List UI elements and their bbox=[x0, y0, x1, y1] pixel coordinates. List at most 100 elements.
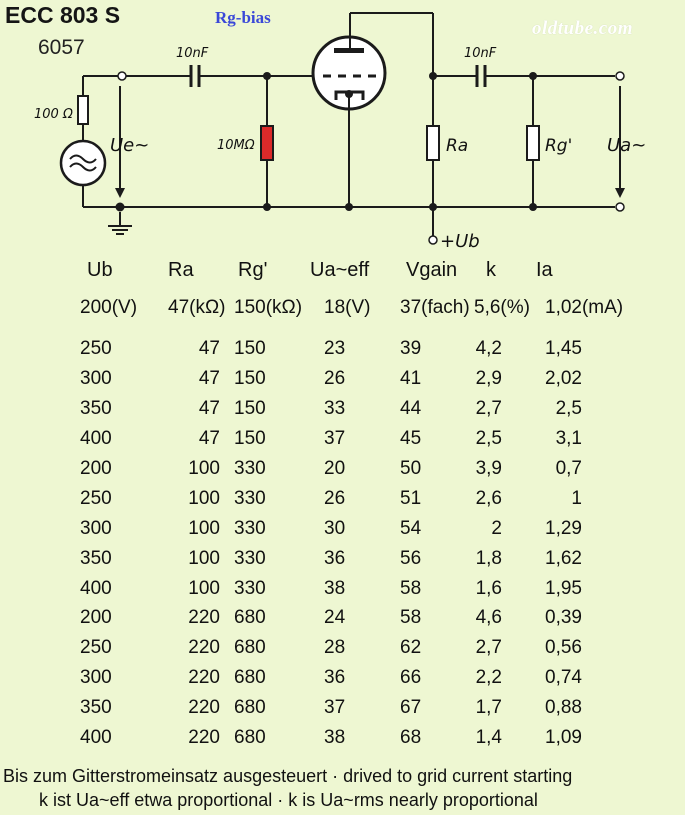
cell-ia: 0,88 bbox=[545, 697, 582, 718]
rg-bias-label: Rg-bias bbox=[215, 8, 271, 27]
cell-ra: 100 bbox=[188, 548, 220, 569]
cell-ia: Ia bbox=[536, 259, 553, 281]
load-resistor-icon bbox=[526, 125, 540, 161]
cell-ia: 0,39 bbox=[545, 607, 582, 628]
cell-ia: 0,7 bbox=[555, 458, 582, 479]
footnote-line-1: Bis zum Gitterstromeinsatz ausgesteuert … bbox=[3, 766, 573, 786]
cell-ia: 2,5 bbox=[555, 398, 582, 419]
cell-ia: 0,74 bbox=[545, 667, 582, 688]
cell-ua-eff: 37 bbox=[324, 697, 346, 718]
cell-vgain: 56 bbox=[400, 548, 422, 569]
cell-rg: 150(kΩ) bbox=[234, 297, 303, 318]
table-row: 250 100 330 26 51 2,6 1 bbox=[0, 488, 685, 518]
cell-ub: 250 bbox=[80, 488, 112, 509]
cell-vgain: 58 bbox=[400, 578, 422, 599]
cell-ub: 300 bbox=[80, 368, 112, 389]
cell-ub: 400 bbox=[80, 578, 112, 599]
cell-ub: 250 bbox=[80, 338, 112, 359]
cell-ua-eff: 28 bbox=[324, 637, 346, 658]
cell-ub: 350 bbox=[80, 697, 112, 718]
ground-icon bbox=[108, 225, 132, 235]
cell-vgain: 67 bbox=[400, 697, 422, 718]
cell-ra: 100 bbox=[188, 518, 220, 539]
triode-tube-icon bbox=[311, 35, 387, 111]
cell-ua-eff: 20 bbox=[324, 458, 346, 479]
tube-title: ECC 803 S bbox=[5, 2, 121, 28]
output-capacitor-label: 10nF bbox=[464, 46, 497, 61]
cell-rg: 330 bbox=[234, 548, 266, 569]
cell-ia: 1,29 bbox=[545, 518, 582, 539]
cell-vgain: 66 bbox=[400, 667, 422, 688]
cell-ia: 1,95 bbox=[545, 578, 582, 599]
output-voltage-label: Ua~ bbox=[607, 135, 646, 156]
cell-k: 2,5 bbox=[475, 428, 502, 449]
cell-k: 5,6(%) bbox=[474, 297, 530, 318]
cell-ia: 0,56 bbox=[545, 637, 582, 658]
cell-rg: 680 bbox=[234, 607, 266, 628]
cell-rg: 150 bbox=[234, 338, 266, 359]
cell-ub: 300 bbox=[80, 667, 112, 688]
cell-ia: 2,02 bbox=[545, 368, 582, 389]
cell-ub: 200(V) bbox=[80, 297, 138, 318]
cell-vgain: 58 bbox=[400, 607, 422, 628]
input-capacitor-icon bbox=[189, 65, 201, 87]
cell-ua-eff: 38 bbox=[324, 578, 346, 599]
cell-ia: 1,02(mA) bbox=[545, 297, 624, 318]
cell-ia: 3,1 bbox=[555, 428, 582, 449]
cell-rg: 150 bbox=[234, 398, 266, 419]
cell-k: 1,4 bbox=[475, 727, 502, 748]
cell-vgain: 54 bbox=[400, 518, 422, 539]
cell-k: 2,7 bbox=[475, 398, 502, 419]
cell-k: k bbox=[486, 259, 496, 281]
anode-resistor-label: Ra bbox=[446, 136, 468, 156]
cell-ub: 400 bbox=[80, 727, 112, 748]
cell-ub: 400 bbox=[80, 428, 112, 449]
cell-ra: 100 bbox=[188, 458, 220, 479]
cell-ra: 47 bbox=[198, 368, 220, 389]
cell-ua-eff: 26 bbox=[324, 488, 346, 509]
grid-resistor-icon bbox=[260, 125, 274, 161]
cell-ub: 200 bbox=[80, 458, 112, 479]
footnote-line-2: k ist Ua~eff etwa proportional · k is Ua… bbox=[39, 790, 538, 810]
cell-ua-eff: 37 bbox=[324, 428, 346, 449]
cell-k: 2,7 bbox=[475, 637, 502, 658]
cell-k: 3,9 bbox=[475, 458, 502, 479]
cell-ia: 1 bbox=[571, 488, 582, 509]
cell-ua-eff: 38 bbox=[324, 727, 346, 748]
cell-k: 2,9 bbox=[475, 368, 502, 389]
cell-ub: Ub bbox=[87, 259, 113, 281]
cell-rg: 330 bbox=[234, 578, 266, 599]
cell-vgain: Vgain bbox=[406, 259, 458, 281]
cell-ua-eff: 26 bbox=[324, 368, 346, 389]
cell-k: 4,6 bbox=[475, 607, 502, 628]
cell-ra: 100 bbox=[188, 488, 220, 509]
load-resistor-label: Rg' bbox=[545, 136, 572, 156]
source-resistor-icon bbox=[77, 95, 89, 125]
cell-ra: 220 bbox=[188, 727, 220, 748]
cell-vgain: 37(fach) bbox=[400, 297, 470, 318]
cell-ub: 200 bbox=[80, 607, 112, 628]
cell-rg: 330 bbox=[234, 488, 266, 509]
cell-vgain: 45 bbox=[400, 428, 422, 449]
cell-vgain: 41 bbox=[400, 368, 422, 389]
cell-ub: 350 bbox=[80, 548, 112, 569]
cell-vgain: 39 bbox=[400, 338, 422, 359]
output-capacitor-icon bbox=[475, 65, 487, 87]
cell-k: 2 bbox=[491, 518, 502, 539]
cell-vgain: 50 bbox=[400, 458, 422, 479]
cell-ua-eff: 24 bbox=[324, 607, 346, 628]
cell-vgain: 51 bbox=[400, 488, 422, 509]
cell-k: 2,6 bbox=[475, 488, 502, 509]
table-row: 200(V)47(kΩ)150(kΩ)18(V)37(fach)5,6(%)1,… bbox=[0, 297, 685, 327]
supply-voltage-label: +Ub bbox=[440, 231, 480, 252]
